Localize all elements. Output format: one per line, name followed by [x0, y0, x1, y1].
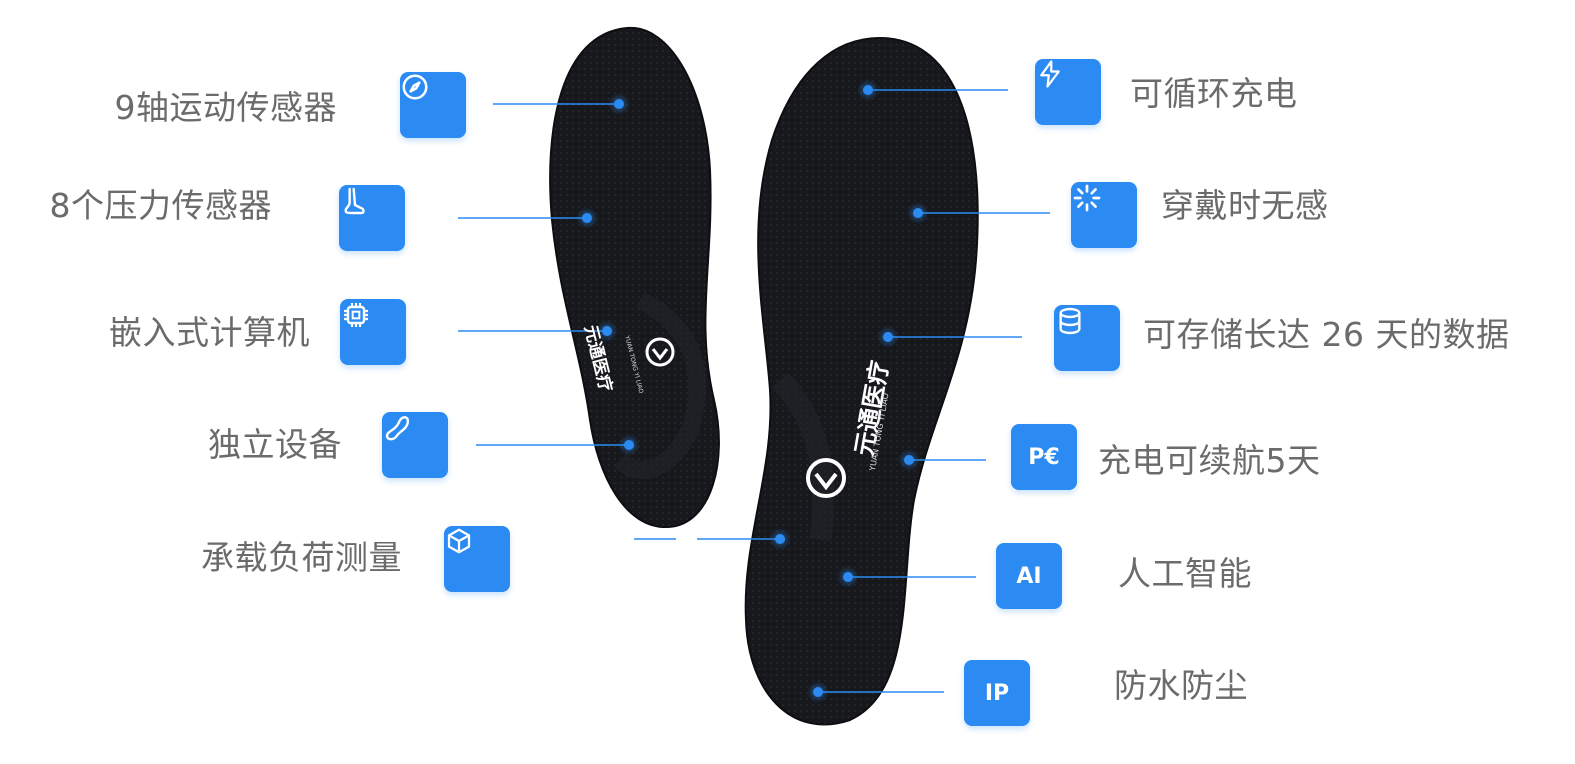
feature-tile — [1054, 305, 1120, 371]
feature-label: 嵌入式计算机 — [109, 313, 310, 352]
feature-tile — [1035, 59, 1101, 125]
box-icon — [447, 528, 471, 554]
feature-label: 充电可续航5天 — [1098, 441, 1321, 480]
chip-icon — [344, 303, 368, 327]
feature-tile — [1071, 182, 1137, 248]
right-insole-logo — [806, 458, 846, 498]
feature-label: 穿戴时无感 — [1161, 186, 1329, 225]
compass-icon — [402, 74, 428, 100]
sensor-dot — [898, 449, 920, 471]
feature-tile: AI — [996, 543, 1062, 609]
feature-label: 独立设备 — [208, 425, 342, 464]
sensor-dot — [618, 434, 640, 456]
feature-tile: P€ — [1011, 424, 1077, 490]
feature-label: 人工智能 — [1118, 554, 1252, 593]
left-insole — [549, 26, 720, 529]
sensor-dots — [576, 79, 929, 703]
sensor-dot — [857, 79, 879, 101]
sensor-dot — [907, 202, 929, 224]
ip-text-icon: IP — [984, 680, 1010, 706]
feature-label: 8个压力传感器 — [49, 186, 272, 225]
foot-icon — [344, 187, 365, 215]
sensor-dot — [769, 528, 791, 550]
feature-tile — [382, 412, 448, 478]
connector-lines — [458, 89, 1050, 693]
loader-icon — [1073, 184, 1101, 212]
feature-tile: IP — [964, 660, 1030, 726]
insole-icon — [385, 416, 410, 441]
pe-text-icon: P€ — [1028, 444, 1060, 470]
right-insole-shade — [771, 372, 835, 542]
database-icon — [1059, 307, 1081, 335]
feature-label: 可存储长达 26 天的数据 — [1143, 315, 1510, 354]
sensor-dot — [576, 207, 598, 229]
feature-tile — [444, 526, 510, 592]
sensor-dot — [837, 566, 859, 588]
lightning-icon — [1040, 60, 1060, 88]
feature-tile — [339, 185, 405, 251]
feature-label: 可循环充电 — [1130, 74, 1298, 113]
feature-label: 承载负荷测量 — [201, 538, 402, 577]
sensor-dot — [596, 320, 618, 342]
ai-text-icon: AI — [1016, 563, 1042, 589]
sensor-dot — [807, 681, 829, 703]
sensor-dot — [877, 326, 899, 348]
left-insole-shade — [613, 291, 707, 479]
left-insole-logo — [645, 337, 675, 367]
sensor-dot — [608, 93, 630, 115]
feature-label: 9轴运动传感器 — [114, 88, 337, 127]
feature-label: 防水防尘 — [1114, 666, 1248, 705]
feature-tile — [400, 72, 466, 138]
feature-tile — [340, 299, 406, 365]
